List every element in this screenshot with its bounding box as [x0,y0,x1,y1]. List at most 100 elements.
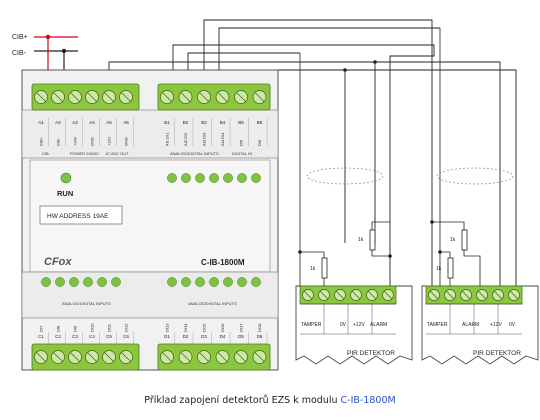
detector-2-resistor-alarm-label: 1k [450,237,456,243]
detector-1-terminal-screw-slot-1 [303,290,313,300]
junction-12v-split [373,60,377,64]
terminal-d-signal-4: DI16 [220,323,225,332]
detector-1-terminal-screw-slot-5 [367,290,377,300]
terminal-c-signal-3: DI9 [73,325,78,332]
terminal-b-screw-slot-2 [180,92,191,102]
det2-tamper-res-top [440,251,451,258]
detector-2-screws [428,289,520,301]
input-upper-led-6 [237,173,247,183]
detector-2-terminal-screw-slot-3 [461,290,471,300]
input-upper-led-1 [167,173,177,183]
detector-2-terminal-screw-slot-2 [445,290,455,300]
terminal-d-id-3: D3 [201,334,207,339]
terminal-a-signal-6: GND [124,137,129,146]
detector-2-resistor-alarm [461,229,468,251]
input-lower-right-led-4 [209,277,219,287]
terminal-b-signal-3: AI3 DI3 [202,132,207,146]
detector-1-resistor-tamper [321,257,328,279]
detector-1-terminal-0v: 0V [340,322,347,328]
terminal-a-id-4: A4 [89,120,95,125]
terminal-c-id-4: C4 [89,334,95,339]
cable-bundle-1 [306,167,384,185]
detector-1-terminal-tamper: TAMPER [301,322,322,328]
cib-plus-label: CIB+ [12,34,28,41]
junction-det1-alarm [388,254,392,258]
caption-model-link[interactable]: C-IB-1800M [340,395,396,406]
terminal-c-id-2: C2 [55,334,61,339]
detector-2-terminal-block [425,285,523,305]
detector-1-body [295,285,413,365]
terminal-c-signal-1: DI7 [39,325,44,332]
detector-2: TAMPER ALARM +12V 0V PIR DETEKTOR 1k 1k [421,229,539,365]
junction-det2-tamper [438,250,442,254]
terminal-b-id-1: B1 [164,120,170,125]
terminal-a-screw-slot-4 [87,92,97,102]
junction-det2-alarm [430,220,434,224]
terminal-c-id-5: C5 [106,334,112,339]
input-leds-upper [167,173,261,183]
diagram-canvas: CIB+ CIB- A1CIB+A2CIB-A3+24VA4GNDA5+12VA… [12,19,539,371]
terminal-b-id-6: B6 [257,120,263,125]
detector-1-terminal-screw-slot-3 [335,290,345,300]
detector-1-terminal-alarm: ALARM [370,322,387,328]
input-lower-left-led-6 [111,277,121,287]
det2-alarm-res-bot [463,250,481,286]
terminal-b-signal-4: AI4 DI4 [220,132,225,146]
group-label-cib: CIB [42,151,49,156]
terminal-b-screw-slot-3 [199,92,209,102]
detector-1-terminal-dividers [300,304,396,335]
terminal-c-screw-slot-4 [87,352,97,362]
terminal-c-id-3: C3 [72,334,78,339]
wire-junctions [298,60,442,258]
det1-alarm-res-bot [371,250,390,257]
run-label: RUN [57,189,73,198]
terminal-b-screw-slot-5 [236,92,246,102]
caption: Příklad zapojení detektorů EZS k modulu … [0,395,540,406]
terminal-b-id-2: B2 [183,120,189,125]
group-label-12v-out: 12 VDC OUT [105,151,129,156]
wire-b1-det1-alarm [172,44,435,286]
terminal-a-screw-slot-3 [70,92,80,102]
terminal-block-b-screws [160,90,267,104]
resistor-wiring [299,28,481,286]
terminal-b-signal-1: AI1 DI1 [165,132,170,146]
terminal-d-screw-slot-1 [162,352,172,362]
input-lower-left-led-3 [69,277,79,287]
bottom-right-section-label: ANALOG/DIGITAL INPUTS [188,301,237,306]
group-label-power: POWER 24VDC [70,151,99,156]
terminal-d-signal-1: DI13 [165,323,170,332]
terminal-a-screw-slot-2 [53,92,63,102]
junction-0v-split [343,68,347,72]
wire-a5-det2-12v [375,61,501,286]
terminal-d-screw-slot-2 [180,352,191,362]
terminal-a-id-6: A6 [123,120,129,125]
group-label-digital-in: DIGITAL IN [232,151,252,156]
terminal-b-signal-6: DI6 [257,139,262,146]
input-lower-right-led-1 [167,277,177,287]
detector-2-resistor-tamper [447,257,454,279]
det1-tamper-res-top [300,251,325,258]
brand-logo: CFox [44,256,72,268]
input-upper-led-3 [195,173,205,183]
input-lower-right-led-6 [237,277,247,287]
wire-b4-det2-tamper [218,27,440,84]
input-lower-left-led-5 [97,277,107,287]
junction-det1-tamper [298,250,302,254]
input-upper-led-4 [209,173,219,183]
input-leds-lower [41,277,261,287]
terminal-c-screw-slot-5 [104,352,114,362]
terminal-d-id-5: D5 [238,334,244,339]
terminal-c-signal-2: DI8 [56,325,61,332]
detector-1-terminal-12v: +12V [353,322,365,328]
detector-2-terminal-screw-slot-5 [493,290,503,300]
terminal-b-screw-slot-1 [162,92,172,102]
caption-text: Příklad zapojení detektorů EZS k modulu [144,395,341,406]
input-lower-left-led-2 [55,277,65,287]
terminal-c-screw-slot-6 [121,352,131,362]
terminal-c-id-1: C1 [38,334,44,339]
detector-1-terminal-screw-slot-2 [319,290,329,300]
terminal-d-signal-6: DI18 [257,323,262,332]
